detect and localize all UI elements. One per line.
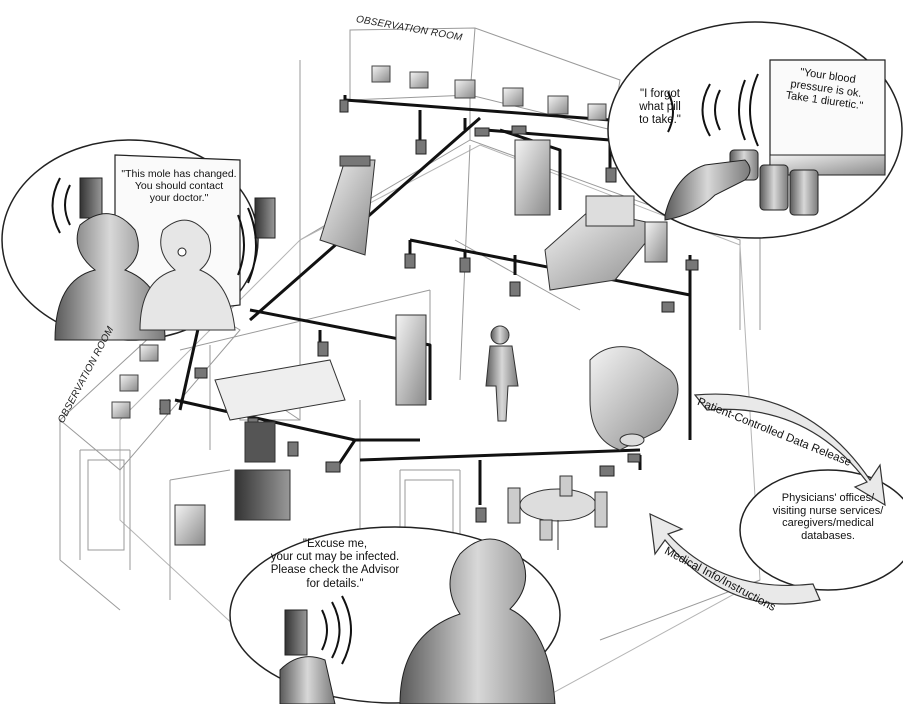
handheld-advisor-device: [284, 609, 308, 656]
nurse-figure: [399, 538, 556, 704]
patient-back-figure: [54, 213, 166, 341]
destination-line: visiting nurse services/: [772, 504, 884, 517]
cut-speech-line: your cut may be infected.: [270, 551, 400, 564]
pill-question-line: to take.": [639, 114, 681, 127]
observation-monitors-left: [111, 344, 159, 419]
hand-holding-pill: [664, 159, 751, 221]
sensor-devices: [159, 99, 699, 523]
cut-speech-line: "Excuse me,: [302, 538, 368, 550]
mole-speech-text: "This mole has changed. You should conta…: [118, 168, 240, 204]
pill-question-line: what pill: [639, 101, 681, 114]
pill-callout: [607, 21, 903, 239]
destination-callout: [739, 469, 903, 591]
mole-speech-line: "This mole has changed.: [121, 168, 237, 180]
destination-line: databases.: [801, 529, 855, 542]
dining-table: [519, 488, 597, 522]
cabinet: [514, 139, 551, 216]
cut-speech-line: Please check the Advisor: [270, 564, 400, 577]
bed: [544, 209, 661, 291]
mole-callout: [1, 139, 276, 341]
cut-callout: [229, 526, 561, 704]
mole-speech-line: You should contact: [134, 180, 224, 193]
destination-line: caregivers/medical: [782, 517, 874, 530]
exercise-machine: [319, 159, 376, 256]
sofa: [589, 346, 679, 451]
toilet: [174, 504, 206, 546]
furniture: [174, 139, 679, 550]
observation-monitors-top: [371, 65, 607, 121]
data-flow-arrows: [649, 393, 886, 605]
pill-question-line: "I forgot: [640, 88, 680, 100]
mole-speech-line: your doctor.": [149, 192, 209, 205]
destination-line: Physicians' offices/: [781, 492, 875, 504]
wardrobe: [395, 314, 427, 406]
destination-text: Physicians' offices/ visiting nurse serv…: [748, 492, 903, 543]
vanity: [234, 469, 291, 521]
pill-question-text: "I forgot what pill to take.": [625, 88, 695, 128]
resident-figure: [485, 325, 519, 422]
cut-speech-text: "Excuse me, your cut may be infected. Pl…: [255, 538, 415, 591]
patient-reflection-figure: [139, 219, 236, 331]
cut-speech-line: for details.": [306, 577, 364, 590]
incoming-arrow: [649, 512, 821, 605]
outgoing-arrow: [693, 393, 886, 507]
